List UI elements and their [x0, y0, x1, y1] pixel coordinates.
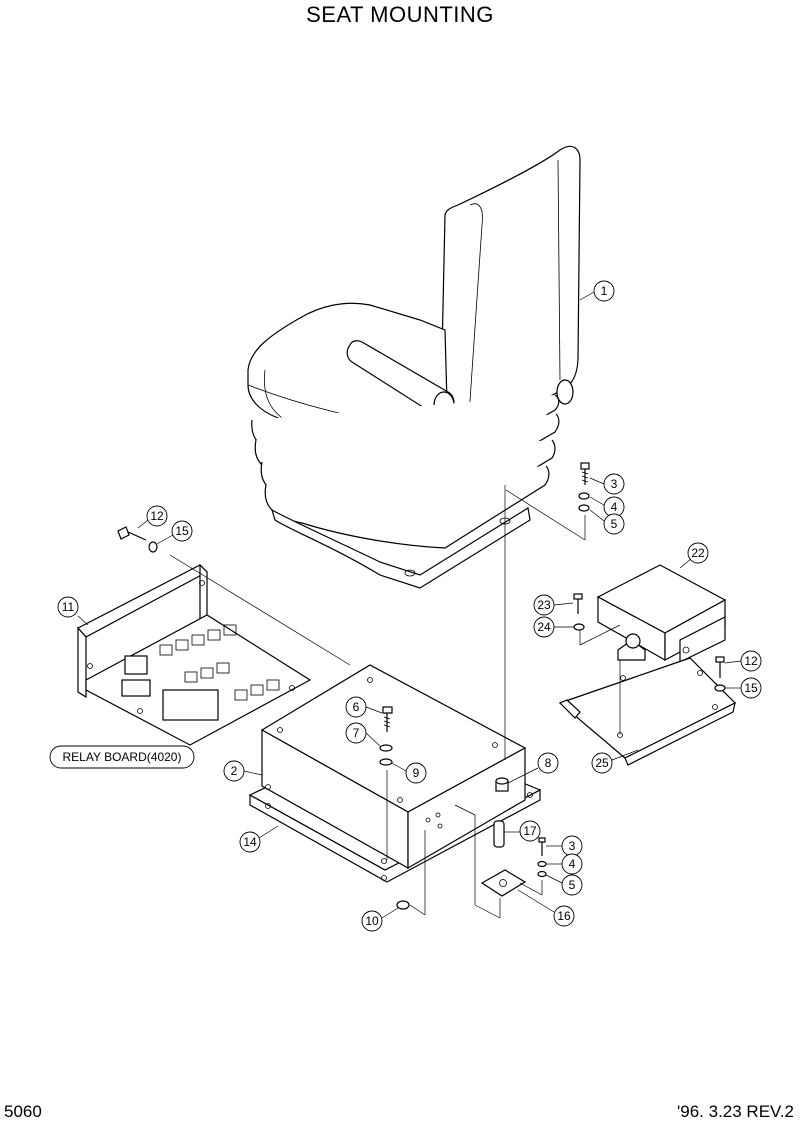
callout-16-label: 16 [557, 909, 571, 923]
callout-25-label: 25 [595, 756, 609, 770]
relay-board [77, 563, 312, 746]
callout-23-label: 23 [537, 598, 551, 612]
callout-15-left-label: 15 [175, 524, 189, 538]
callout-5-upper-label: 5 [611, 517, 618, 531]
relay-board-note: RELAY BOARD(4020) [49, 745, 195, 769]
callout-1-label: 1 [601, 284, 608, 298]
controller-and-bracket [558, 564, 737, 766]
callout-14-label: 14 [243, 835, 257, 849]
callout-24-label: 24 [537, 620, 551, 634]
hardware [117, 462, 726, 910]
callout-3-upper-label: 3 [611, 477, 618, 491]
callout-17-label: 17 [523, 824, 537, 838]
callout-22-label: 22 [691, 546, 705, 560]
revision-date: '96. 3.23 REV.2 [677, 1102, 794, 1121]
callouts: 1 3 4 5 12 15 11 6 7 9 8 2 14 10 17 3 4 … [57, 280, 762, 932]
seat-assembly [247, 145, 581, 589]
relay-board-note-label: RELAY BOARD(4020) [63, 750, 182, 764]
callout-9-label: 9 [413, 766, 420, 780]
page-title: SEAT MOUNTING [306, 2, 494, 27]
callout-15-right-label: 15 [744, 681, 758, 695]
callout-12-left-label: 12 [150, 509, 164, 523]
callout-12-right-label: 12 [744, 654, 758, 668]
callout-4-upper-label: 4 [611, 500, 618, 514]
callout-7-label: 7 [353, 726, 360, 740]
callout-4-lower-label: 4 [569, 857, 576, 871]
callout-11-label: 11 [62, 600, 75, 614]
callout-6-label: 6 [353, 700, 360, 714]
page-number: 5060 [4, 1102, 42, 1121]
callout-10-label: 10 [365, 914, 379, 928]
base-box [248, 664, 542, 883]
callout-3-lower-label: 3 [569, 839, 576, 853]
assembly-lines [169, 485, 621, 919]
callout-5-lower-label: 5 [569, 878, 576, 892]
callout-2-label: 2 [231, 764, 238, 778]
callout-8-label: 8 [545, 756, 552, 770]
callout-1 [593, 280, 615, 302]
